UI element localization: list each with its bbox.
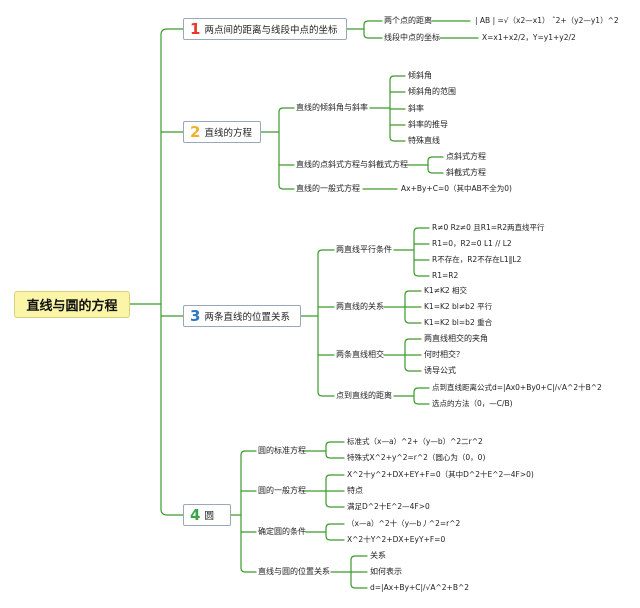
b4-s2[interactable]: 圆的一般方程 xyxy=(258,486,306,495)
connector-line xyxy=(325,523,345,529)
connector-line xyxy=(427,168,444,174)
b4-s1-item: 特殊式X^2+y^2=r^2（圆心为（0，0) xyxy=(347,453,486,462)
b4-s3-item: X^2十Y^2+DX+EyY+F=0 xyxy=(347,535,446,544)
branch-3-box[interactable]: 3 两条直线的位置关系 xyxy=(183,305,301,327)
b4-s4-item: 关系 xyxy=(370,551,386,560)
connector-line xyxy=(404,366,422,372)
connector-line xyxy=(325,474,345,480)
connector-line xyxy=(413,399,430,405)
connector-line xyxy=(413,271,430,277)
b2-s2[interactable]: 直线的点斜式方程与斜截式方程 xyxy=(296,160,408,169)
connector-line xyxy=(240,450,257,456)
connector-line xyxy=(404,318,422,324)
b2-s3-value: Ax+By+C=0（其中AB不全为0) xyxy=(401,184,512,193)
b2-s2-item: 斜截式方程 xyxy=(446,168,486,177)
connector-line xyxy=(325,535,345,541)
b3-s1[interactable]: 两直线平行条件 xyxy=(336,245,392,254)
branch-1-box[interactable]: 1 两点间的距离与线段中点的坐标 xyxy=(183,18,347,40)
connector-line xyxy=(413,227,430,233)
root-topic[interactable]: 直线与圆的方程 xyxy=(14,291,130,318)
b3-s3-item: 两直线相交的夹角 xyxy=(424,334,488,343)
connector-line xyxy=(404,290,422,296)
connector-line xyxy=(325,453,345,459)
b2-s1-item: 特殊直线 xyxy=(408,136,440,145)
branch-4-box[interactable]: 4 圆 xyxy=(183,504,231,526)
connector-line xyxy=(240,567,257,573)
b3-s1-item: R1=R2 xyxy=(432,271,459,280)
b3-s2-item: K1≠K2 相交 xyxy=(424,286,468,295)
b2-s1-item: 斜率的推导 xyxy=(408,120,448,129)
b2-s1-item: 斜率 xyxy=(408,104,424,113)
b3-s3-item: 诱导公式 xyxy=(424,366,456,375)
b3-s1-item: R1=0，R2=0 L1 // L2 xyxy=(432,239,512,248)
b4-s3[interactable]: 确定圆的条件 xyxy=(258,527,306,536)
b2-s1[interactable]: 直线的倾斜角与斜率 xyxy=(296,103,368,112)
b3-s3[interactable]: 两条直线相交 xyxy=(336,350,384,359)
b4-s2-item: X^2十y^2+DX+EY+F=0（其中D^2十E^2—4F>0) xyxy=(347,470,534,479)
branch-3-number: 3 xyxy=(190,307,201,325)
connector-line xyxy=(278,184,295,190)
b1-c2-value: X=x1+x2/2，Y=y1+y2/2 xyxy=(482,33,576,42)
b4-s3-item: （x—a）^2十（y—b丿^2=r^2 xyxy=(347,519,461,528)
connector-line xyxy=(160,508,184,516)
connector-line xyxy=(325,502,345,508)
branch-2-title: 直线的方程 xyxy=(204,128,252,139)
branch-2-number: 2 xyxy=(190,123,201,141)
branch-1-number: 1 xyxy=(190,20,201,38)
b4-s2-item: 特点 xyxy=(347,486,363,495)
b4-s1[interactable]: 圆的标准方程 xyxy=(258,446,306,455)
b3-s4-item: 选点的方法（0，—C/B) xyxy=(432,399,513,408)
connector-line xyxy=(413,387,430,393)
connector-line xyxy=(389,136,406,142)
branch-1-title: 两点间的距离与线段中点的坐标 xyxy=(204,25,338,36)
b2-s3[interactable]: 直线的一般式方程 xyxy=(296,184,360,193)
b3-s3-item: 何时相交？ xyxy=(424,350,464,359)
b4-s2-item: 满足D^2十E^2—4F>0 xyxy=(347,502,430,511)
connector-line xyxy=(404,338,422,344)
connector-line xyxy=(363,33,383,39)
connector-line xyxy=(427,156,444,162)
b3-s2[interactable]: 两直线的关系 xyxy=(336,302,384,311)
b3-s4[interactable]: 点到直线的距离 xyxy=(336,391,392,400)
b3-s2-item: K1=K2 bl≠b2 平行 xyxy=(424,302,493,311)
connector-line xyxy=(325,441,345,447)
connector-line xyxy=(160,28,184,36)
b3-s1-item: R不存在，R2不存在L1‖L2 xyxy=(432,255,522,264)
branch-3-title: 两条直线的位置关系 xyxy=(204,312,290,323)
connector-line xyxy=(317,249,335,255)
branch-4-number: 4 xyxy=(190,506,201,524)
connector-line xyxy=(363,20,383,26)
b1-c1[interactable]: 两个点的距离 xyxy=(384,16,432,25)
connector-line xyxy=(278,107,295,113)
b4-s1-item: 标准式（x—a）^2+（y—b）^2二r^2 xyxy=(347,437,483,446)
b3-s1-item: R≠0 Rz≠0 且R1=R2两直线平行 xyxy=(432,223,545,232)
b1-c2[interactable]: 线段中点的坐标 xyxy=(384,33,440,42)
b4-s4[interactable]: 直线与圆的位置关系 xyxy=(258,567,330,576)
b1-c1-value: | AB | =√（x2—x1） ˆ2+（y2—y1）^2 xyxy=(475,16,619,25)
connector-line xyxy=(389,75,406,81)
branch-4-title: 圆 xyxy=(204,511,214,522)
b4-s4-item: 如何表示 xyxy=(370,567,402,576)
b4-s4-item: d=|Ax+By+C|/√A^2+B^2 xyxy=(370,583,470,592)
b3-s2-item: K1=K2 bl=b2 重合 xyxy=(424,318,493,327)
connector-line xyxy=(350,583,368,589)
b3-s4-item: 点到直线距离公式d=|Ax0+By0+C|/√A^2十B^2 xyxy=(432,383,602,392)
connector-line xyxy=(317,391,335,397)
b2-s2-item: 点斜式方程 xyxy=(446,152,486,161)
b2-s1-item: 倾斜角的范围 xyxy=(408,87,456,96)
branch-2-box[interactable]: 2 直线的方程 xyxy=(183,121,261,143)
connector-line xyxy=(350,555,368,561)
b2-s1-item: 倾斜角 xyxy=(408,71,432,80)
